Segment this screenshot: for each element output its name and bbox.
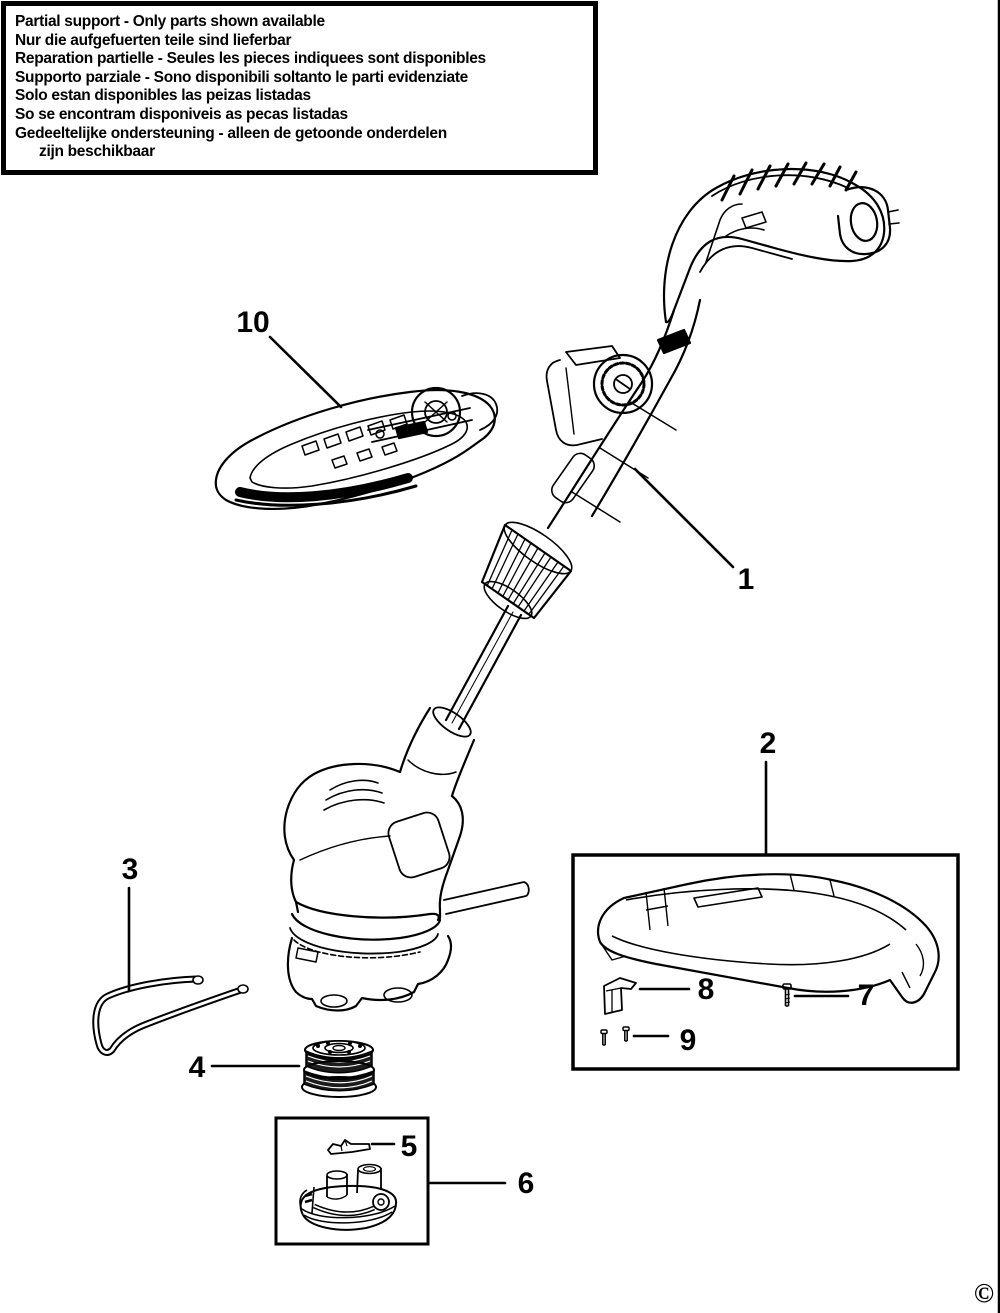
leader-part-1	[633, 467, 735, 569]
part-label-6: 6	[518, 1167, 535, 1200]
wire-guard-drawing	[92, 975, 249, 1056]
lever-5-drawing	[327, 1139, 371, 1155]
trimmer-main-drawing	[283, 161, 900, 1012]
motor-head	[283, 762, 530, 1012]
notice-line-fr: Reparation partielle - Seules les pieces…	[15, 50, 486, 68]
handle-slots	[301, 414, 408, 469]
box-2-frame	[571, 853, 960, 1071]
guard-kit-box	[571, 853, 960, 1071]
part-label-7: 7	[858, 979, 875, 1012]
line-cutter-drawing	[603, 977, 637, 1015]
part-number-labels: 10 1 2 3 4 5 6 7 8 9	[122, 306, 875, 1200]
copyright-symbol: ©	[974, 1278, 994, 1308]
notice-line-es: Solo estan disponibles las peizas listad…	[15, 87, 311, 105]
notice-line-en: Partial support - Only parts shown avail…	[15, 13, 325, 30]
leader-part-10	[268, 335, 343, 409]
aux-handle-drawing	[214, 386, 499, 511]
notice-line-it: Supporto parziale - Sono disponibili sol…	[15, 68, 468, 86]
part-label-3: 3	[122, 853, 139, 886]
part-label-9: 9	[680, 1024, 697, 1057]
notice-line-nl: Gedeeltelijke ondersteuning - alleen de …	[15, 124, 447, 142]
notice-line-pt: So se encontram disponiveis as pecas lis…	[15, 105, 348, 123]
spool-drawing	[301, 1040, 377, 1098]
guard-drawing	[597, 873, 940, 1004]
notice-line-de: Nur die aufgefuerten teile sind lieferba…	[15, 31, 292, 49]
leader-lines	[127, 335, 850, 1185]
multilingual-notice-box: Partial support - Only parts shown avail…	[1, 1, 598, 175]
part-label-8: 8	[698, 973, 715, 1006]
box-56-frame	[274, 1116, 430, 1246]
cord-guard	[836, 186, 900, 256]
part-label-4: 4	[189, 1051, 206, 1084]
grip-ribs	[720, 161, 858, 202]
part-label-5: 5	[401, 1130, 418, 1163]
part-label-1: 1	[738, 563, 755, 596]
part-label-2: 2	[760, 727, 777, 760]
lower-collar	[398, 706, 476, 798]
screws-9-drawing	[600, 1026, 630, 1046]
part-label-10: 10	[236, 306, 269, 339]
spool-cap-box	[274, 1116, 430, 1246]
spool-cap-drawing	[299, 1163, 398, 1231]
height-adjust-collar	[480, 521, 573, 620]
screw-7-drawing	[782, 983, 792, 1007]
clamp-knob	[545, 345, 654, 447]
notice-line-nl2: zijn beschikbaar	[39, 143, 155, 161]
